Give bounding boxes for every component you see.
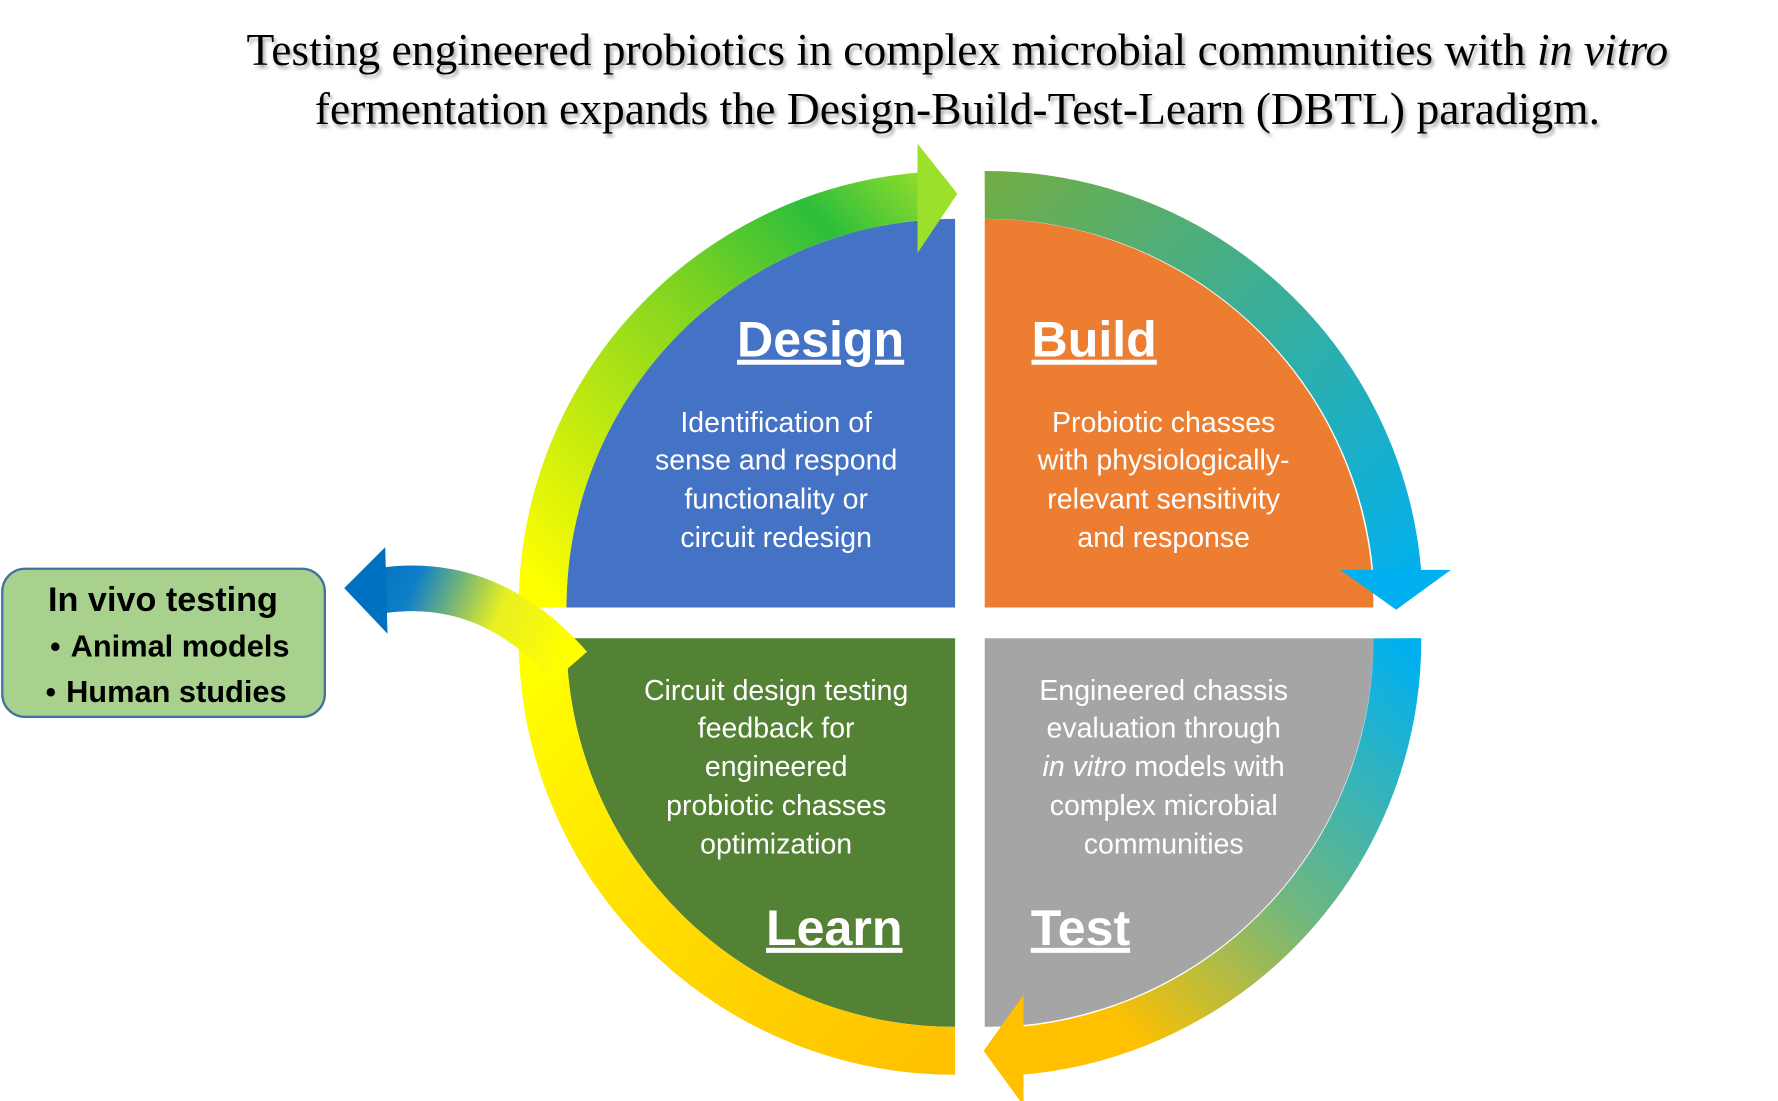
bullet-icon: •	[46, 676, 56, 709]
build-line: Probiotic chasses	[1052, 407, 1275, 439]
arrowhead-icon	[344, 547, 388, 634]
in-vivo-bullet: Human studies	[66, 674, 287, 709]
arrowhead-icon	[1340, 569, 1451, 610]
test-quadrant	[984, 638, 1374, 1027]
in-vivo-heading: In vivo testing	[48, 581, 278, 619]
test-line-rest: models with	[1126, 751, 1284, 783]
learn-line: optimization	[700, 829, 852, 861]
build-line: and response	[1077, 522, 1250, 554]
test-line: in vitro models with	[1043, 751, 1285, 783]
learn-quadrant	[566, 638, 956, 1027]
title-line2: fermentation expands the Design-Build-Te…	[315, 83, 1600, 134]
design-line: sense and respond	[655, 445, 897, 477]
learn-line: Circuit design testing	[644, 675, 908, 707]
cycle-arrow-build-to-test	[984, 170, 1451, 610]
design-heading: Design	[737, 312, 904, 368]
test-line: Engineered chassis	[1039, 675, 1288, 707]
build-quadrant	[984, 218, 1374, 608]
design-line: circuit redesign	[680, 522, 872, 554]
learn-line: probiotic chasses	[666, 790, 886, 822]
build-line: relevant sensitivity	[1047, 483, 1280, 515]
design-line: functionality or	[684, 483, 868, 515]
learn-heading: Learn	[766, 900, 902, 956]
arrow-to-in-vivo	[344, 547, 588, 683]
svg-text:Testing engineered probiotics: Testing engineered probiotics in complex…	[247, 24, 1669, 75]
test-line: evaluation through	[1046, 712, 1280, 744]
learn-line: engineered	[705, 751, 848, 783]
bullet-icon: •	[50, 630, 60, 663]
test-italic-in-vitro: in vitro	[1043, 751, 1127, 783]
cycle-arrow-test-to-learn	[983, 638, 1422, 1101]
title-line1: Testing engineered probiotics in complex…	[247, 24, 1537, 75]
in-vivo-box: In vivo testing • Animal models • Human …	[1, 567, 326, 719]
test-heading: Test	[1031, 900, 1131, 956]
in-vivo-bullet: Animal models	[71, 628, 290, 663]
arrowhead-icon	[983, 995, 1024, 1101]
learn-line: feedback for	[698, 712, 855, 744]
design-quadrant	[566, 218, 956, 608]
cycle-arrow-design-to-build	[518, 143, 958, 608]
build-heading: Build	[1032, 312, 1157, 368]
design-line: Identification of	[680, 407, 872, 439]
build-line: with physiologically-	[1037, 445, 1290, 477]
arrowhead-icon	[917, 143, 958, 254]
cycle-arrow-learn-to-design	[518, 638, 956, 1075]
title-italic-in-vitro: in vitro	[1537, 24, 1668, 75]
test-line: complex microbial	[1050, 790, 1278, 822]
test-line: communities	[1084, 829, 1244, 861]
figure-title: Testing engineered probiotics in complex…	[247, 24, 1669, 134]
